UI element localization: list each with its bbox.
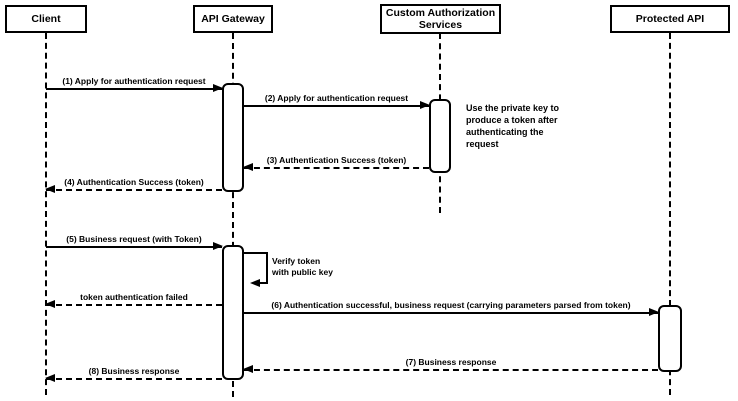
actor-custom-authorization-services: Custom Authorization Services	[380, 4, 501, 34]
arrowhead-left-icon	[243, 365, 253, 373]
arrowhead-left-icon	[45, 185, 55, 193]
arrowhead-right-icon	[213, 242, 223, 250]
message-1-line	[46, 88, 222, 90]
activation-api-gateway-2	[222, 245, 244, 380]
message-2-line	[244, 105, 429, 107]
lifeline-api-gateway	[232, 33, 234, 397]
message-8-label: (8) Business response	[88, 366, 180, 376]
actor-protected-api-label: Protected API	[635, 12, 705, 25]
message-1-label: (1) Apply for authentication request	[62, 76, 206, 86]
actor-api-gateway-label: API Gateway	[201, 12, 265, 25]
self-message-line	[244, 252, 268, 254]
message-token-failed-line	[46, 304, 222, 306]
activation-custom-authorization-services	[429, 99, 451, 173]
message-8-line	[46, 378, 222, 380]
arrowhead-left-icon	[250, 279, 260, 287]
message-3-line	[244, 167, 429, 169]
message-6-label: (6) Authentication successful, business …	[271, 300, 631, 310]
message-5-line	[46, 246, 222, 248]
message-4-label: (4) Authentication Success (token)	[64, 177, 204, 187]
message-7-line	[244, 369, 658, 371]
message-5-label: (5) Business request (with Token)	[66, 234, 202, 244]
self-message-line	[256, 282, 268, 284]
arrowhead-left-icon	[45, 300, 55, 308]
arrowhead-right-icon	[213, 84, 223, 92]
self-message-label: Verify token with public key	[272, 256, 333, 278]
actor-protected-api: Protected API	[610, 5, 730, 33]
arrowhead-left-icon	[243, 163, 253, 171]
message-4-line	[46, 189, 222, 191]
arrowhead-right-icon	[420, 101, 430, 109]
lifeline-protected-api	[669, 33, 671, 395]
arrowhead-left-icon	[45, 374, 55, 382]
activation-api-gateway-1	[222, 83, 244, 192]
actor-client: Client	[5, 5, 87, 33]
actor-client-label: Client	[31, 12, 61, 25]
lifeline-client	[45, 33, 47, 395]
arrowhead-right-icon	[649, 308, 659, 316]
actor-api-gateway: API Gateway	[193, 5, 273, 33]
actor-custom-authorization-services-label: Custom Authorization Services	[385, 6, 496, 31]
message-2-label: (2) Apply for authentication request	[264, 93, 409, 103]
activation-protected-api	[658, 305, 682, 372]
self-message-verify-token: Verify token with public key	[244, 252, 364, 288]
note-private-key: Use the private key to produce a token a…	[466, 103, 560, 150]
message-3-label: (3) Authentication Success (token)	[266, 155, 407, 165]
self-message-line	[266, 252, 268, 284]
message-7-label: (7) Business response	[405, 357, 497, 367]
message-6-line	[244, 312, 658, 314]
message-token-failed-label: token authentication failed	[80, 292, 188, 302]
